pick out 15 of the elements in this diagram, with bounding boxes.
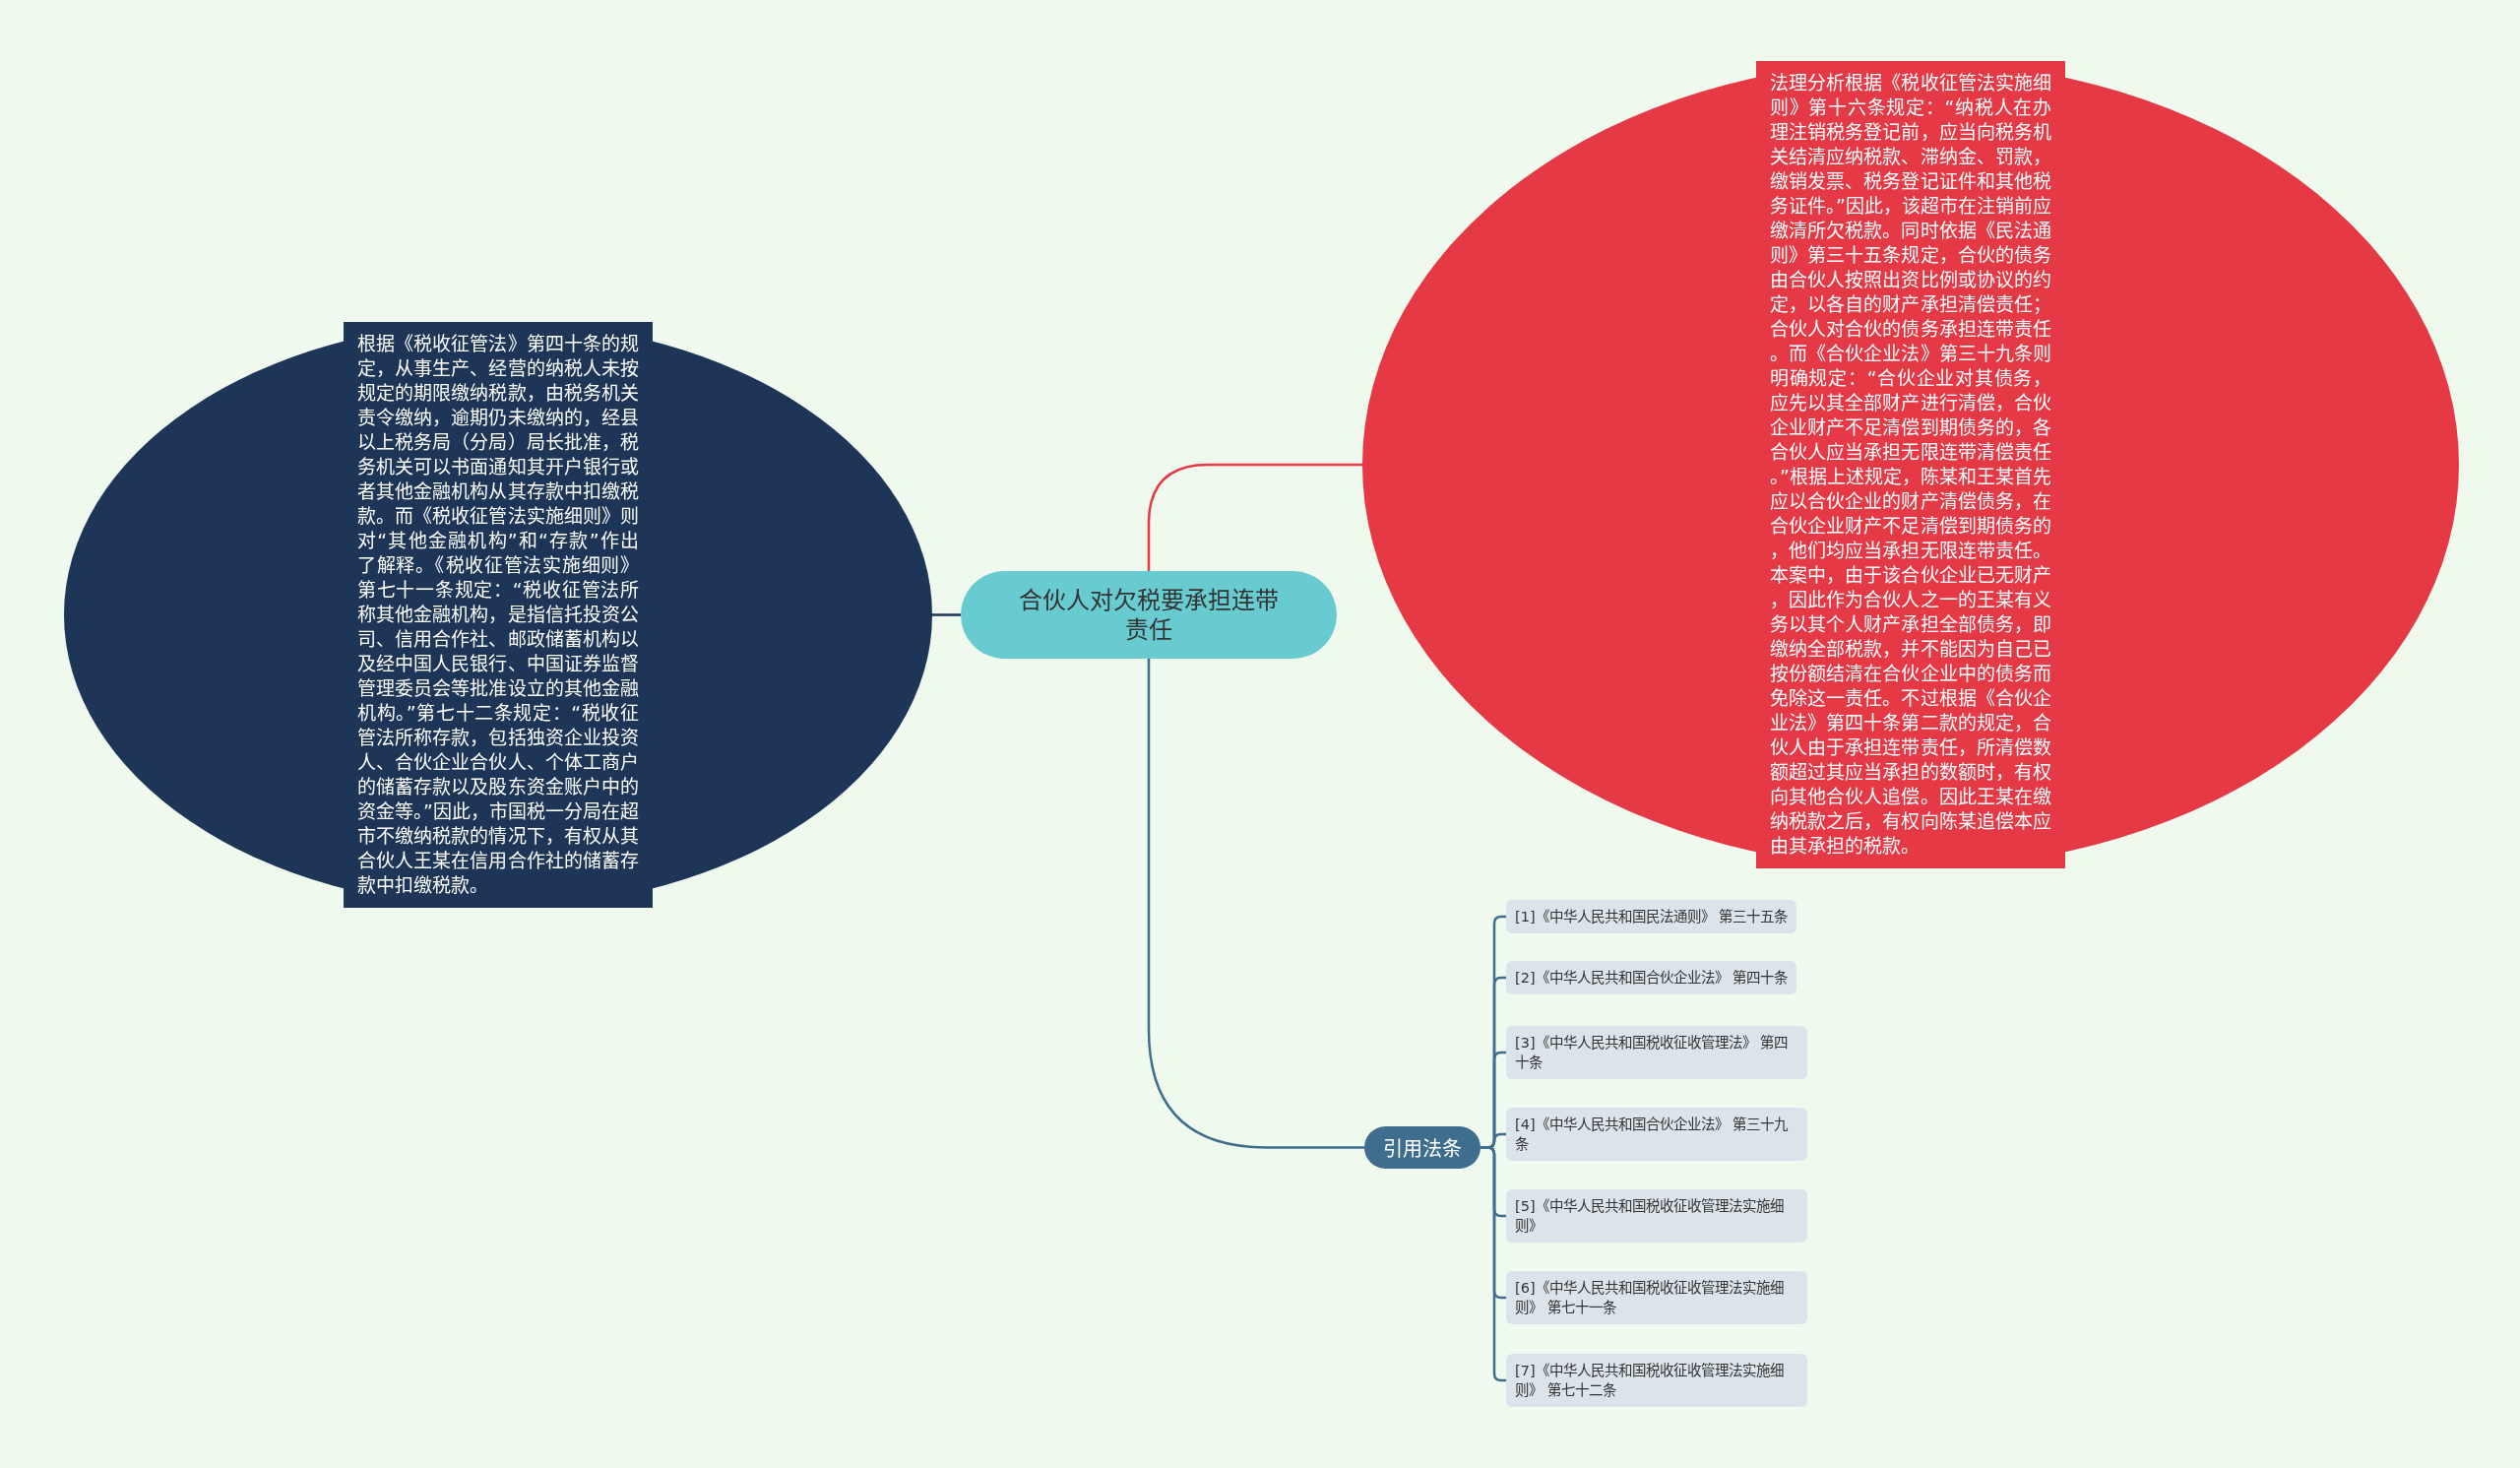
citation-box: [1]《中华人民共和国民法通则》 第三十五条 [1506, 900, 1797, 933]
connector-line [1147, 659, 1364, 1149]
citation-box: [4]《中华人民共和国合伙企业法》 第三十九条 [1506, 1108, 1807, 1161]
citation-box: [7]《中华人民共和国税收征收管理法实施细则》 第七十二条 [1506, 1354, 1807, 1407]
citation-box: [2]《中华人民共和国合伙企业法》 第四十条 [1506, 961, 1797, 994]
citation-box: [3]《中华人民共和国税收征收管理法》 第四十条 [1506, 1026, 1807, 1079]
connector-line [1147, 463, 1362, 571]
topic-pill: 合伙人对欠税要承担连带责任 [961, 571, 1337, 659]
subtopic-pill: 引用法条 [1364, 1126, 1480, 1169]
paragraph: 法理分析根据《税收征管法实施细则》第十六条规定：“纳税人在办理注销税务登记前，应当向税务机关结清应纳税款、滞纳金、罚款，缴销发票、税务登记证件和其他税务证件。”因此，该超市在注销前应缴清所欠税款。同时依据《民法通则》第三十五条规定，合伙的债务由合伙人按照出资比例或协议的约定，以各自的财产承担清偿责任；合伙人对合伙的债务承担连带责任。而《合伙企业法》第三十九条则明确规定：“合伙企业对其债务，应先以其全部财产进行清偿，合伙企业财产不足清偿到期债务的，各合伙人应当承担无限连带清偿责任。”根据上述规定，陈某和王某首先应以合伙企业的财产清偿债务，在合伙企业财产不足清偿到期债务的，他们均应当承担无限连带责任。本案中，由于该合伙企业已无财产，因此作为合伙人之一的王某有义务以其个人财产承担全部债务，即缴纳全部税款，并不能因为自己已按份额结清在合伙企业中的债务而免除这一责任。不过根据《合伙企业法》第四十条第二款的规定，合伙人由于承担连带责任，所清偿数额超过其应当承担的数额时，有权向其他合伙人追偿。因此王某在缴纳税款之后，有权向陈某追偿本应由其承担的税款。 [1756, 61, 2065, 868]
citation-box: [6]《中华人民共和国税收征收管理法实施细则》 第七十一条 [1506, 1271, 1807, 1324]
paragraph: 根据《税收征管法》第四十条的规定，从事生产、经营的纳税人未按规定的期限缴纳税款，由税务机关责令缴纳，逾期仍未缴纳的，经县以上税务局（分局）局长批准，税务机关可以书面通知其开户银行或者其他金融机构从其存款中扣缴税款。而《税收征管法实施细则》则对“其他金融机构”和“存款”作出了解释。《税收征管法实施细则》第七十一条规定：“税收征管法所称其他金融机构，是指信托投资公司、信用合作社、邮政储蓄机构以及经中国人民银行、中国证券监督管理委员会等批准设立的其他金融机构。”第七十二条规定：“税收征管法所称存款，包括独资企业投资人、合伙企业合伙人、个体工商户的储蓄存款以及股东资金账户中的资金等。”因此，市国税一分局在超市不缴纳税款的情况下，有权从其合伙人王某在信用合作社的储蓄存款中扣缴税款。 [344, 322, 653, 908]
connector-line [932, 613, 961, 616]
citation-box: [5]《中华人民共和国税收征收管理法实施细则》 [1506, 1189, 1807, 1243]
connector-line [1480, 1146, 1506, 1382]
